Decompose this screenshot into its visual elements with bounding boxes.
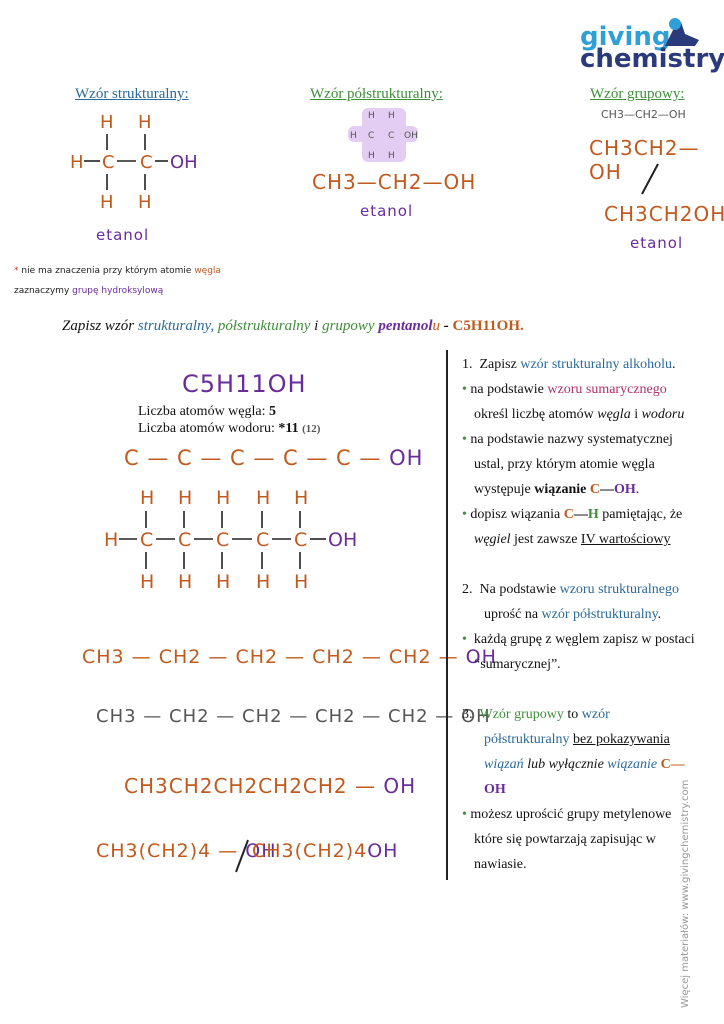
bullet-5: • możesz uprościć grupy metylenowe [462, 807, 672, 822]
svg-text:OH: OH [404, 131, 418, 141]
atom-oh: OH [170, 152, 198, 173]
ethanol-group-small: CH3—CH2—OH [601, 108, 686, 121]
logo-text-chemistry: chemistry [580, 44, 724, 74]
svg-text:C: C [294, 529, 307, 551]
atom-h: H [70, 152, 84, 173]
task-statement: Zapisz wzór strukturalny, półstrukturaln… [62, 318, 524, 334]
step-3-cont3: OH [484, 782, 506, 797]
note-line-2: zaznaczymy grupę hydroksylową [14, 286, 164, 296]
ethanol-label: etanol [360, 202, 414, 220]
carbon-count: Liczba atomów węgla: 5 [138, 404, 277, 419]
bullet-4: • każdą grupę z węglem zapisz w postaci [462, 632, 695, 647]
bullet-2-cont2: występuje wiązanie C—OH. [474, 482, 640, 497]
ethanol-semi-formula: CH3—CH2—OH [312, 170, 477, 194]
svg-text:H: H [294, 487, 308, 509]
step-1: 1. Zapisz wzór strukturalny alkoholu. [462, 357, 676, 372]
logo-text-giving: giving [580, 22, 671, 52]
pentanol-group-formula: CH3CH2CH2CH2CH2 — OH [124, 774, 417, 798]
svg-text:H: H [350, 131, 357, 141]
instructions: 1. Zapisz wzór strukturalny alkoholu. • … [462, 352, 707, 877]
ethanol-group-formula: CH3CH2—OH [589, 136, 700, 184]
step-3: 3. Wzór grupowy to wzór [462, 707, 610, 722]
step-3-cont: półstrukturalny bez pokazywania [484, 732, 670, 747]
semistructural-heading: Wzór półstrukturalny: [310, 86, 443, 102]
bullet-1: • na podstawie wzoru sumarycznego [462, 382, 667, 397]
step-2: 2. Na podstawie wzoru strukturalnego [462, 582, 679, 597]
ethanol-group-compact: CH3CH2OH [604, 202, 724, 226]
column-divider [446, 350, 448, 880]
bullet-2-cont: ustal, przy którym atomie węgla [474, 457, 655, 472]
svg-text:H: H [104, 529, 118, 551]
slash-divider [235, 839, 249, 873]
svg-text:C: C [216, 529, 229, 551]
structural-heading: Wzór strukturalny: [75, 86, 189, 102]
step-2-cont: uprość na wzór półstrukturalny. [484, 607, 662, 622]
svg-text:H: H [178, 487, 192, 509]
bullet-3: • dopisz wiązania C—H pamiętając, że [462, 507, 683, 522]
svg-text:H: H [388, 111, 395, 121]
svg-text:C: C [178, 529, 191, 551]
molecular-formula: C5H11OH [182, 370, 307, 398]
pentanol-semi-formula-gray: CH3 — CH2 — CH2 — CH2 — CH2 — OH [96, 706, 491, 727]
atom-c: C [140, 152, 153, 173]
svg-text:H: H [256, 571, 270, 593]
svg-text:H: H [216, 487, 230, 509]
svg-text:C: C [140, 529, 153, 551]
bullet-1-cont: określ liczbę atomów węgla i wodoru [474, 407, 685, 422]
svg-text:H: H [256, 487, 270, 509]
atom-h: H [138, 192, 152, 213]
svg-text:OH: OH [328, 529, 357, 551]
svg-text:H: H [388, 151, 395, 161]
pentanol-group-short-b: CH3(CH2)4OH [252, 840, 399, 862]
svg-text:H: H [368, 151, 375, 161]
pentanol-group-short: CH3(CH2)4 — OH [96, 840, 277, 862]
hydrogen-count: Liczba atomów wodoru: *11 (12) [138, 421, 321, 436]
bullet-5-cont2: nawiasie. [474, 857, 527, 872]
svg-text:H: H [178, 571, 192, 593]
svg-text:C: C [368, 131, 374, 141]
atom-h: H [100, 192, 114, 213]
ethanol-structural-diagram: H H H C C H H OH [70, 112, 198, 213]
bullet-4-cont: “sumarycznej”. [474, 657, 561, 672]
pentanol-semi-formula: CH3 — CH2 — CH2 — CH2 — CH2 — OH [82, 646, 497, 668]
svg-text:H: H [140, 487, 154, 509]
svg-text:C: C [388, 131, 394, 141]
atom-h: H [138, 112, 152, 133]
svg-text:H: H [140, 571, 154, 593]
step-3-cont2: wiązań lub wyłącznie wiązanie C— [484, 757, 685, 772]
ethanol-label: etanol [96, 226, 150, 244]
svg-text:H: H [368, 111, 375, 121]
atom-c: C [102, 152, 115, 173]
svg-text:H: H [294, 571, 308, 593]
svg-text:C: C [256, 529, 269, 551]
note-line-1: * nie ma znaczenia przy którym atomie wę… [14, 266, 221, 276]
ethanol-label: etanol [630, 234, 684, 252]
group-heading: Wzór grupowy: [590, 86, 685, 102]
atom-h: H [100, 112, 114, 133]
bullet-5-cont: które się powtarzają zapisując w [474, 832, 656, 847]
svg-text:H: H [216, 571, 230, 593]
carbon-chain: C — C — C — C — C — OH [124, 446, 424, 470]
bullet-3-cont: węgiel jest zawsze IV wartościowy [474, 532, 671, 547]
side-website-text: Więcej materiałów: www.givingchemistry.c… [680, 779, 691, 1008]
slash-divider [641, 163, 659, 195]
logo-flask-icon [665, 18, 699, 46]
bullet-2: • na podstawie nazwy systematycznej [462, 432, 673, 447]
